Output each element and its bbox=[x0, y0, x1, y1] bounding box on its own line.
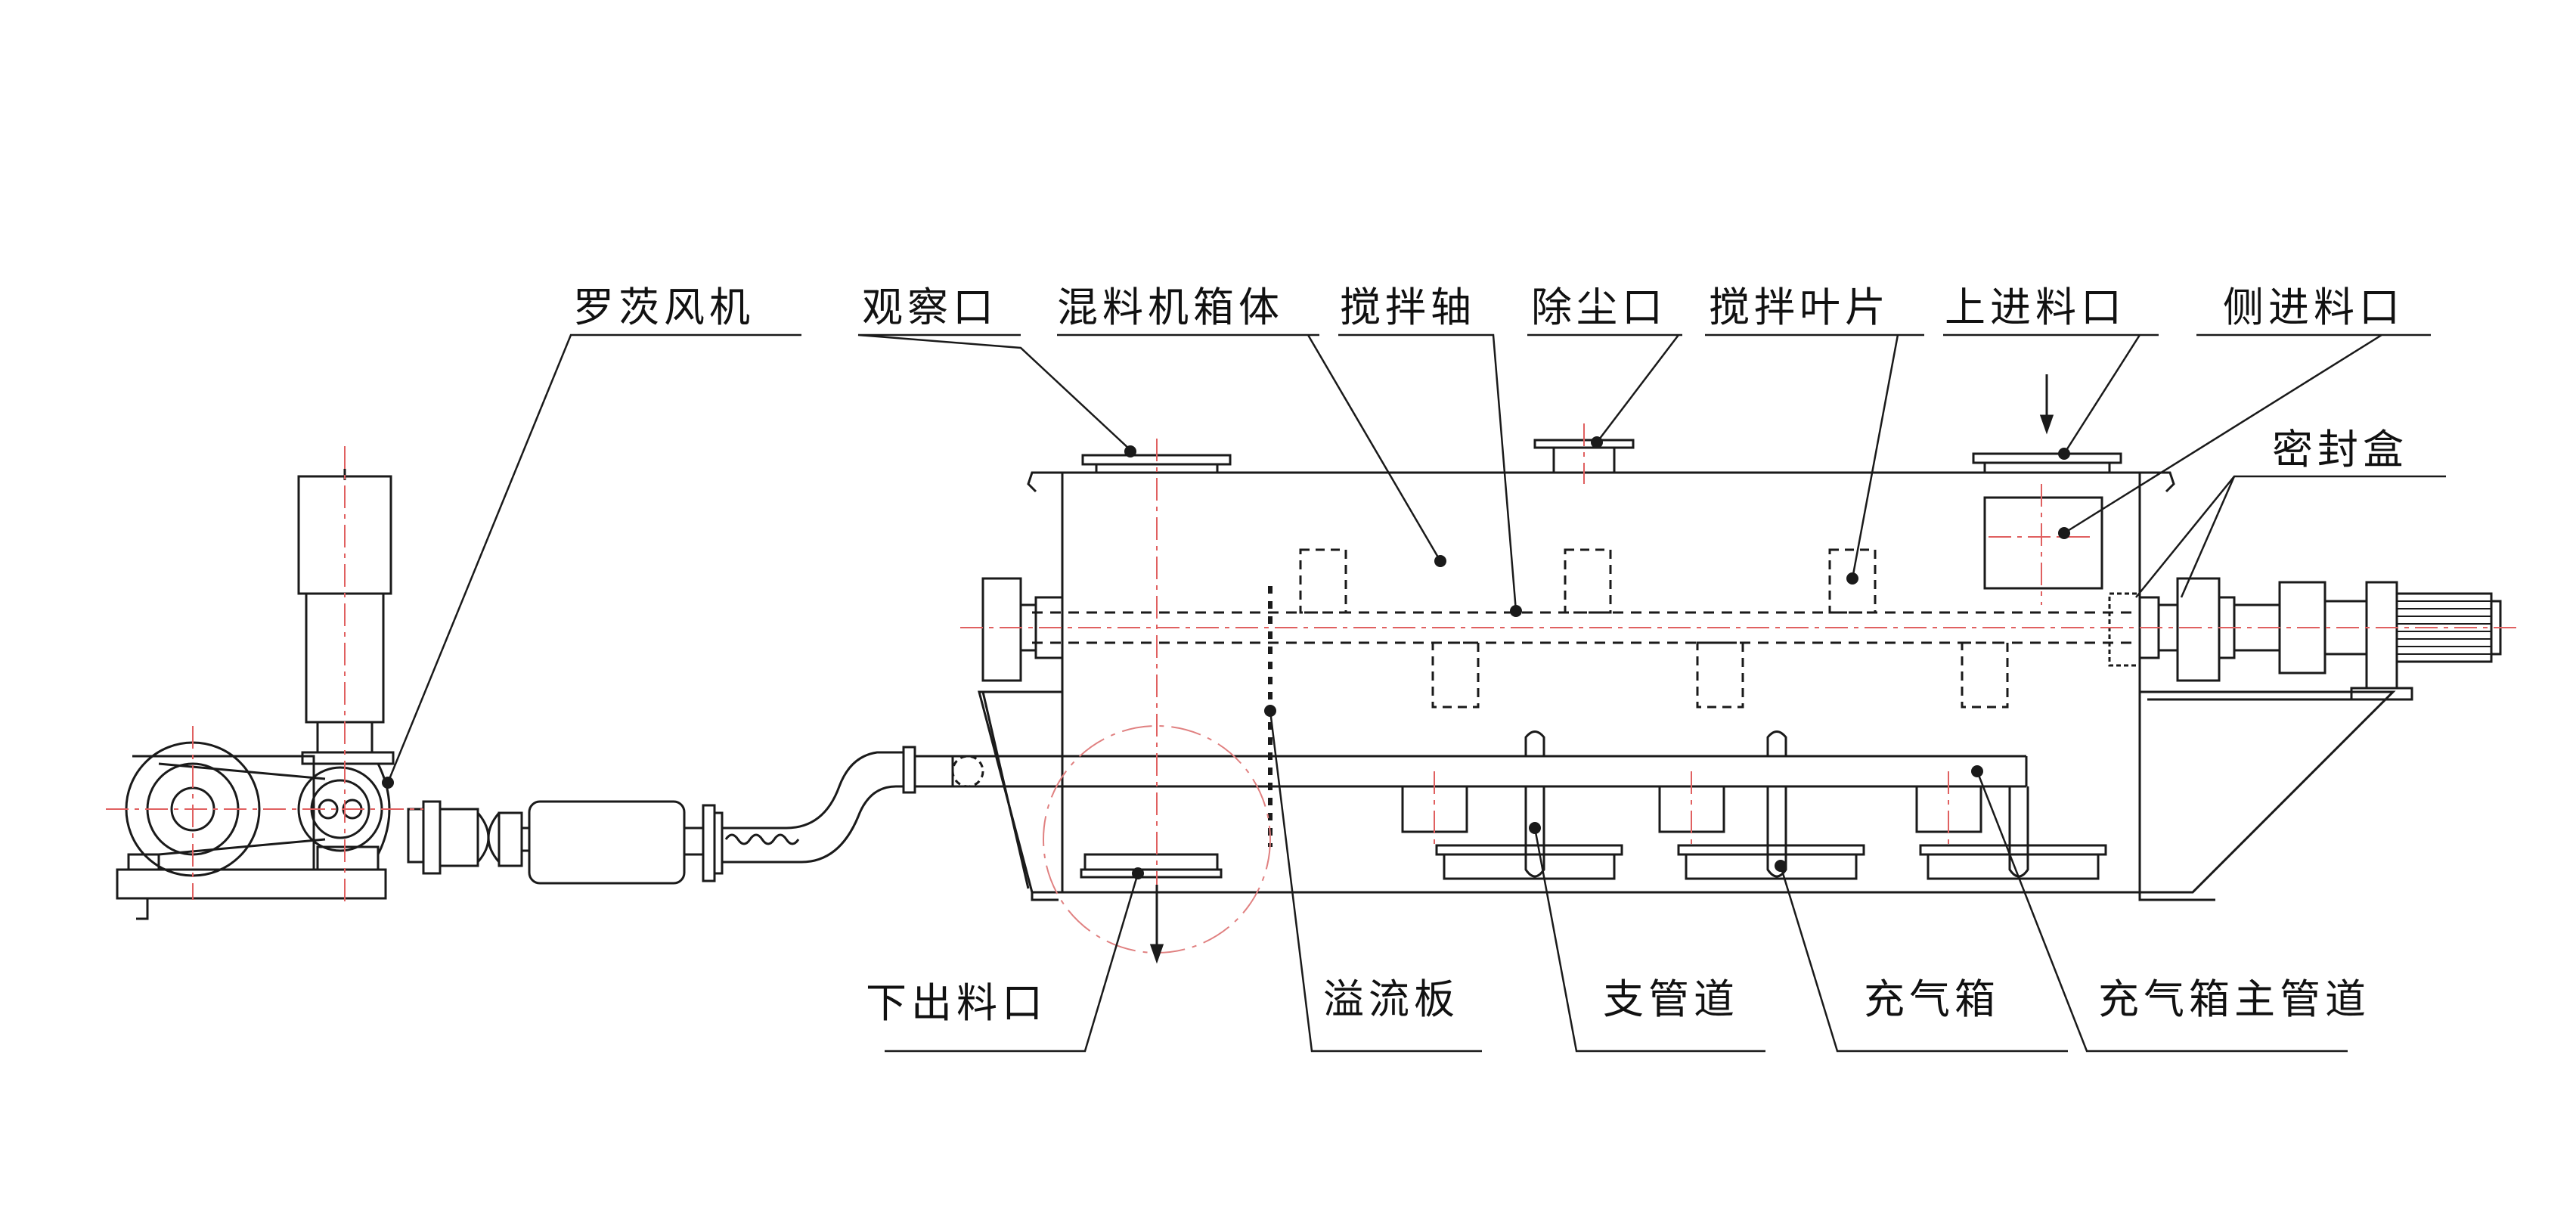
label-agitator-blade: 搅拌叶片 bbox=[1709, 284, 1890, 331]
roots-blower bbox=[116, 469, 529, 920]
label-air-box-main-pipe: 充气箱主管道 bbox=[2098, 975, 2370, 1023]
label-mixer-body: 混料机箱体 bbox=[1057, 284, 1284, 331]
leader-dots bbox=[382, 436, 2070, 879]
mixer-center-lines bbox=[960, 423, 2518, 945]
label-roots-blower: 罗茨风机 bbox=[573, 284, 755, 331]
label-bottom-outlet: 下出料口 bbox=[866, 979, 1047, 1027]
mixer-body bbox=[978, 439, 2502, 901]
flow-arrows bbox=[1149, 374, 2054, 964]
leader-lines bbox=[386, 333, 2446, 1053]
blower-center-lines bbox=[106, 446, 423, 907]
label-inspection-port: 观察口 bbox=[862, 284, 998, 331]
label-branch-pipe: 支管道 bbox=[1603, 975, 1739, 1023]
inlet-pipe bbox=[528, 746, 2028, 885]
label-overflow-plate: 溢流板 bbox=[1323, 975, 1459, 1023]
label-seal-box: 密封盒 bbox=[2272, 426, 2408, 473]
label-side-inlet: 侧进料口 bbox=[2223, 284, 2404, 331]
label-top-inlet: 上进料口 bbox=[1945, 284, 2126, 331]
label-dust-port: 除尘口 bbox=[1531, 284, 1667, 331]
label-agitator-shaft: 搅拌轴 bbox=[1340, 284, 1476, 331]
label-air-box: 充气箱 bbox=[1864, 975, 2000, 1023]
